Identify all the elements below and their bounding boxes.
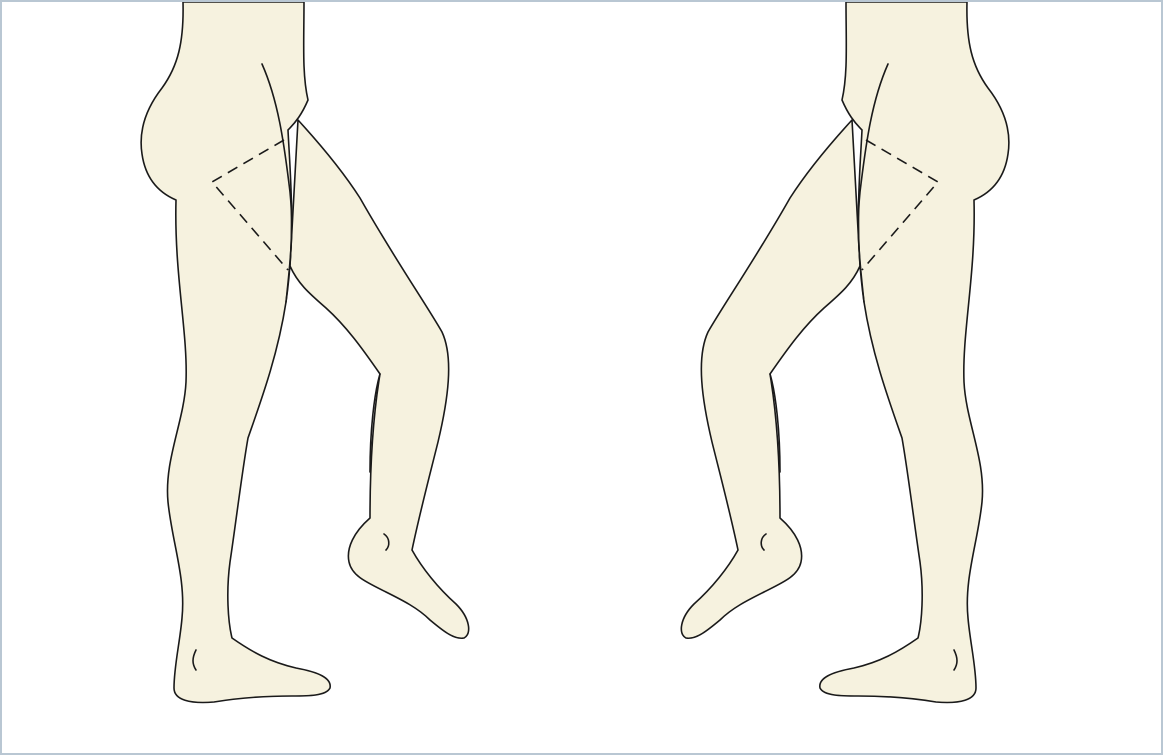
right-figure-torso-standing-leg	[820, 2, 1009, 702]
left-figure	[141, 2, 469, 702]
right-figure	[681, 2, 1009, 702]
left-figure-torso-standing-leg	[141, 2, 330, 702]
